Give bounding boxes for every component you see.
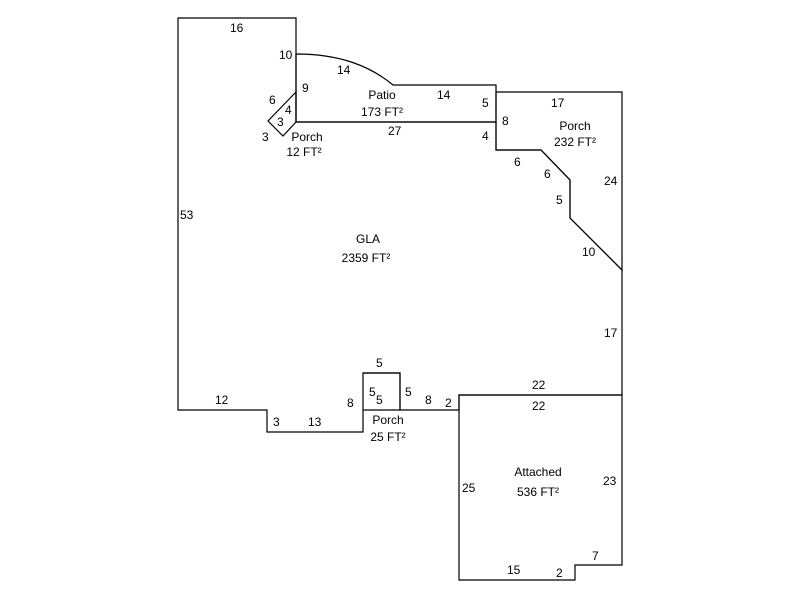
dim-porch-s-inner: 4 [285, 103, 292, 117]
garage-outline [458, 394, 623, 581]
porch-right-size: 232 FT² [554, 135, 596, 149]
dim-gla-right-lower: 17 [604, 326, 618, 340]
dim-gla-porch-right: 8 [425, 393, 432, 407]
dim-porch-r-top: 17 [551, 96, 565, 110]
porch-right-label: Porch [559, 119, 590, 133]
porch-right-outline [495, 91, 623, 272]
dim-porch-r-right: 24 [604, 174, 618, 188]
dim-garage-right: 23 [603, 474, 617, 488]
dim-porch-b-left: 5 [369, 385, 376, 399]
garage-label: Attached [514, 465, 561, 479]
dim-garage-bottom: 15 [507, 563, 521, 577]
dim-patio-arc: 14 [337, 63, 351, 77]
dim-gla-notch-v: 3 [273, 415, 280, 429]
dim-porch-s-upper: 9 [302, 81, 309, 95]
dim-gla-step-h: 6 [514, 155, 521, 169]
porch-bottom-outline [363, 372, 401, 411]
dim-garage-notch-h: 7 [592, 549, 599, 563]
dim-porch-b-right: 5 [405, 385, 412, 399]
porch-bottom-size: 25 FT² [370, 430, 405, 444]
dim-porch-s-top: 6 [269, 93, 276, 107]
dim-porch-r-left: 8 [502, 114, 509, 128]
dim-garage-notch-v: 2 [556, 566, 563, 580]
dim-garage-top-inner: 22 [532, 399, 546, 413]
dim-gla-step-v: 5 [556, 193, 563, 207]
porch-small-size: 12 FT² [286, 145, 321, 159]
porch-small-label: Porch [291, 130, 322, 144]
dim-porch-s-bottom: 3 [262, 130, 269, 144]
dim-gla-porch-left: 8 [347, 396, 354, 410]
gla-size: 2359 FT² [342, 251, 391, 265]
dim-gla-to-garage: 2 [445, 396, 452, 410]
gla-label: GLA [356, 232, 380, 246]
dim-porch-b-inner: 5 [376, 393, 383, 407]
dim-patio-right: 5 [482, 96, 489, 110]
dim-gla-left: 53 [180, 208, 194, 222]
dim-garage-left: 25 [462, 481, 476, 495]
patio-outline [295, 53, 497, 123]
porch-small-outline [267, 90, 297, 137]
dim-gla-step-diag: 6 [544, 167, 551, 181]
gla-outline [177, 17, 623, 433]
patio-label: Patio [368, 88, 396, 102]
dim-porch-b-top: 5 [376, 356, 383, 370]
garage-size: 536 FT² [517, 485, 559, 499]
dim-gla-patio-edge: 27 [388, 124, 402, 138]
dim-gla-diag: 10 [582, 245, 596, 259]
dim-porch-s-mid: 3 [277, 115, 284, 129]
dim-garage-top-outer: 22 [532, 378, 546, 392]
dim-gla-top: 16 [230, 21, 244, 35]
dim-gla-bottom-left: 12 [215, 393, 229, 407]
patio-size: 173 FT² [361, 105, 403, 119]
dim-gla-step-up: 4 [482, 129, 489, 143]
dim-patio-top: 14 [437, 88, 451, 102]
dim-patio-left: 10 [279, 48, 293, 62]
dim-gla-notch-h: 13 [308, 415, 322, 429]
porch-bottom-label: Porch [372, 413, 403, 427]
